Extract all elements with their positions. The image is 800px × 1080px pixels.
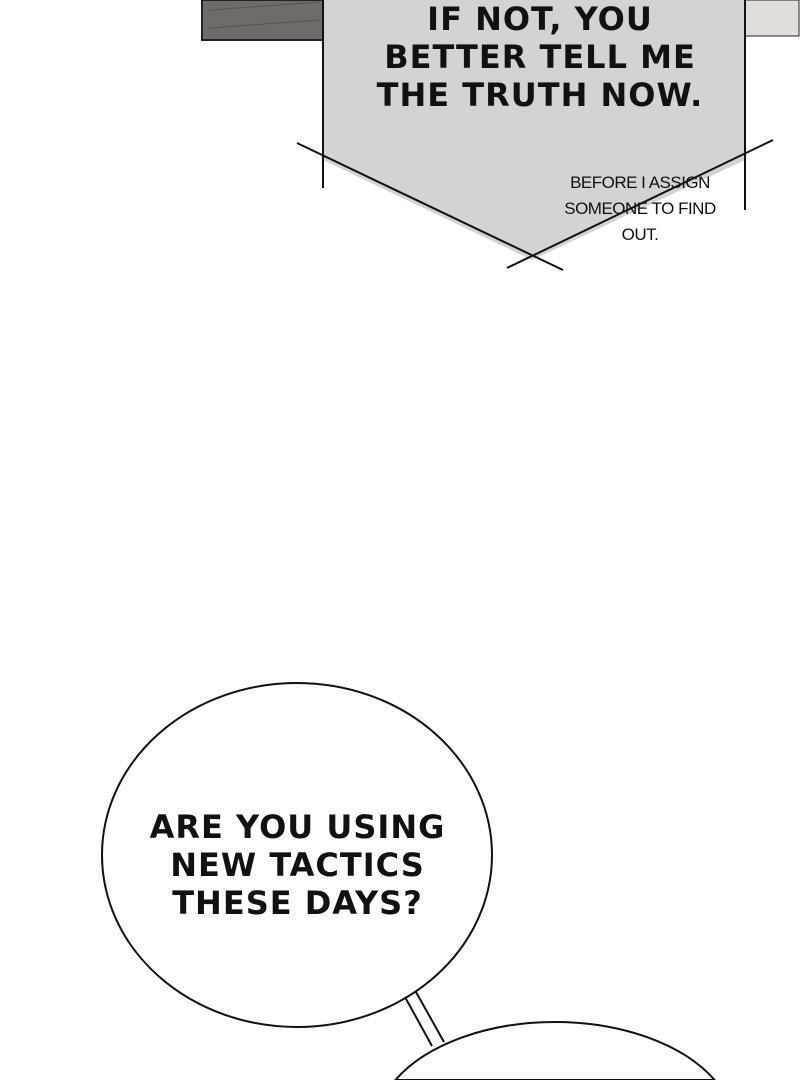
text-line: BETTER TELL ME (384, 38, 696, 76)
aside-text: BEFORE I ASSIGN SOMEONE TO FIND OUT. (530, 170, 750, 248)
light-panel (744, 0, 800, 37)
text-line: OUT. (621, 225, 659, 244)
narration-text: IF NOT, YOU BETTER TELL ME THE TRUTH NOW… (340, 0, 740, 114)
narration-box (323, 0, 745, 260)
text-line: ARE YOU USING (149, 808, 446, 846)
speech-bubble (101, 682, 493, 1028)
text-line: THESE DAYS? (172, 884, 423, 922)
speech-text: ARE YOU USING NEW TACTICS THESE DAYS? (120, 808, 475, 922)
dark-floor-panel (201, 0, 325, 41)
text-line: NEW TACTICS (170, 846, 425, 884)
text-line: IF NOT, YOU (427, 0, 653, 38)
text-line: BEFORE I ASSIGN (570, 173, 710, 192)
text-line: THE TRUTH NOW. (376, 76, 704, 114)
text-line: SOMEONE TO FIND (564, 199, 716, 218)
speech-bubble-2 (394, 1020, 716, 1080)
